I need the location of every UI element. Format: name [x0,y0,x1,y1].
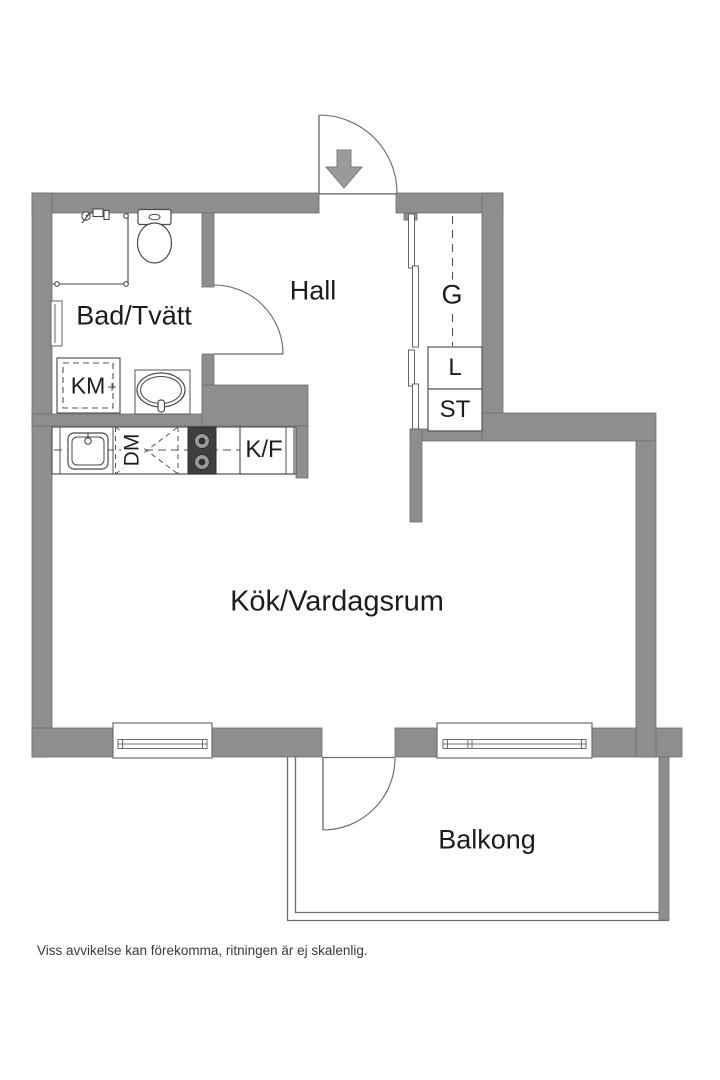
entrance-arrow-icon [324,149,364,189]
entrance-door [318,114,398,195]
kitchen-nook-wall-right [295,425,309,479]
bottom-wall-center-left [211,727,323,758]
cleaning-closet-label: ST [439,396,471,423]
right-wall-upper [481,192,504,416]
balcony-rail-inner [294,757,659,914]
washbasin-icon [134,369,191,415]
kitchen-living-label: Kök/Vardagsrum [230,585,444,618]
burner-center [198,458,206,466]
bottom-wall-left [31,727,114,758]
fridge-freezer-label: K/F [245,436,283,463]
shower-enclosure-line [52,213,129,285]
top-wall-left [31,192,320,214]
kitchen-sink-icon [67,432,109,470]
bathroom-door [213,284,284,355]
balcony-railing [286,756,670,922]
left-exterior-wall [31,192,53,758]
sliding-door-panels [408,213,419,430]
disclaimer-text: Viss avvikelse kan förekomma, ritningen … [37,943,368,958]
kitchen-nook-wall [201,384,309,427]
burner-center [198,437,206,445]
balcony-door [322,756,396,831]
hall-label: Hall [289,275,337,306]
entrance-door-arc [318,114,398,194]
bathroom-label: Bad/Tvätt [76,300,192,331]
hall-kitchen-wall-stub [409,428,423,523]
right-step-wall [481,412,657,442]
linen-closet-label: L [448,354,462,381]
toilet-icon [136,208,173,264]
shower-corner-dot [123,281,129,287]
window-left [112,722,213,759]
shower-corner-dot [54,281,60,287]
window-right [436,722,593,759]
shower-mixer-icon [81,208,110,224]
washing-machine-label: KM [70,372,106,399]
walls [31,192,683,758]
shower-area [52,208,129,287]
shower-corner-dot [123,213,129,219]
cleaning-closet-box [427,388,483,432]
bottom-wall-center-right [394,727,438,758]
bathroom-kitchen-wall [31,413,203,427]
balcony-door-arc [322,757,396,831]
bathroom-hall-wall-upper [201,212,215,288]
stove-icon [187,426,217,475]
fridge-freezer-box [239,426,295,475]
kitchen-counter [51,426,297,475]
washing-machine-box [56,357,121,414]
right-exterior-wall [635,440,657,758]
bathroom-wall-niche [50,300,63,347]
hall-closets [408,213,483,432]
balcony-label: Balkong [438,824,536,855]
linen-closet-box [427,346,483,390]
wardrobe-label: G [438,279,466,311]
dishwasher-label: DM [120,431,144,469]
sink-module [59,426,114,475]
bathroom-door-arc [213,284,284,355]
balcony-rail-outer [286,757,669,922]
balcony-rail-right [658,756,670,921]
